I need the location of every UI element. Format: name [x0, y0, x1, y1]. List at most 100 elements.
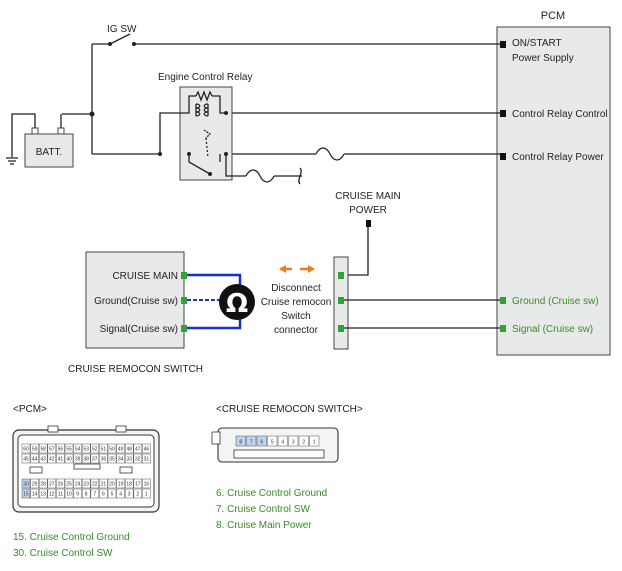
pcm-connector-pin-number: 8 [85, 492, 88, 498]
switch-connector-pin-number: 2 [302, 440, 305, 446]
pcm-connector-pin [64, 478, 74, 489]
switch-pin-ground: Ground(Cruise sw) [94, 296, 178, 307]
pcm-connector-pin [47, 478, 57, 489]
pcm-connector-pin [133, 478, 143, 489]
pcm-connector-pin [142, 478, 151, 489]
engine-control-relay [179, 86, 233, 181]
connector-pin [338, 272, 344, 279]
pcm-connector-pin [124, 453, 134, 464]
pcm-connector-pin-number: 43 [40, 457, 46, 463]
switch-connector-pin [309, 435, 320, 447]
pcm-connector-pin [142, 453, 151, 464]
connector-pin [338, 325, 344, 332]
pcm-connector-pin [56, 488, 65, 499]
pcm-connector-pin-number: 11 [58, 492, 63, 498]
pcm-connector-pin-number: 45 [23, 457, 29, 463]
switch-connector-pin-number: 6 [260, 440, 263, 446]
pcm-connector-pin-number: 2 [136, 492, 139, 498]
pcm-connector-pin [38, 488, 48, 499]
pcm-connector-pin-number: 51 [101, 447, 107, 453]
pcm-pin-relay-power: Control Relay Power [512, 152, 604, 163]
pcm-connector-pin-number: 7 [93, 492, 96, 498]
pcm-connector-pin-number: 39 [75, 457, 81, 463]
pcm-connector-pin [124, 478, 134, 489]
pcm-connector-pin [99, 453, 108, 464]
switch-legend-7: 7. Cruise Control SW [216, 504, 310, 515]
pcm-legend-30: 30. Cruise Control SW [13, 548, 113, 559]
pcm-connector-pin [47, 443, 57, 454]
pcm-connector-pin-number: 14 [32, 492, 38, 498]
pcm-connector-pin [90, 488, 100, 499]
pcm-connector-pin [133, 453, 143, 464]
pcm-connector-pin-number: 10 [66, 492, 72, 498]
pcm-pin-marker [500, 297, 506, 304]
pcm-connector-pin [56, 453, 65, 464]
pcm-pin-power-supply: Power Supply [512, 53, 574, 64]
pcm-connector-pin-number: 24 [75, 482, 81, 488]
pcm-legend-15: 15. Cruise Control Ground [13, 532, 130, 543]
pcm-connector-pin-number: 1 [145, 492, 148, 498]
switch-legend-6: 6. Cruise Control Ground [216, 488, 327, 499]
pcm-connector-pin-number: 27 [49, 482, 55, 488]
ig-sw-label: IG SW [107, 24, 137, 35]
pcm-connector-pin-number: 55 [66, 447, 72, 453]
pcm-connector-pin [99, 443, 108, 454]
cruise-main-power-line1: CRUISE MAIN [335, 191, 401, 202]
pcm-pin-marker [500, 325, 506, 332]
pcm-connector-pin [64, 453, 74, 464]
pcm-connector-pin-number: 35 [109, 457, 115, 463]
pcm-connector-pin-number: 34 [118, 457, 124, 463]
pcm-connector-pin-number: 5 [111, 492, 114, 498]
pcm-connector-pin-number: 19 [118, 482, 124, 488]
pcm-connector-pin [107, 478, 117, 489]
pcm-connector-pin [142, 443, 151, 454]
pcm-connector-pin-number: 46 [144, 447, 150, 453]
pcm-connector-pin-number: 42 [49, 457, 55, 463]
battery-terminal [57, 127, 65, 135]
main-power-terminal [366, 220, 371, 227]
pcm-connector-pin [56, 478, 65, 489]
pcm-connector-pin-number: 13 [40, 492, 46, 498]
pcm-connector-pin [107, 443, 117, 454]
pcm-title: PCM [541, 10, 565, 22]
switch-connector-pin-number: 3 [292, 440, 295, 446]
pcm-connector-pin-number: 53 [83, 447, 89, 453]
pcm-pin-on-start: ON/START [512, 38, 562, 49]
ohm-symbol: Ω [226, 289, 248, 319]
pcm-connector-pin [90, 478, 100, 489]
pcm-connector-pin [21, 488, 31, 499]
pcm-connector-pin [38, 443, 48, 454]
pcm-connector-pin [90, 453, 100, 464]
relay-label: Engine Control Relay [158, 72, 253, 83]
pcm-connector-pin [21, 478, 31, 489]
pcm-connector-pin [38, 478, 48, 489]
switch-connector-pin-number: 7 [250, 440, 253, 446]
ohmmeter-icon [219, 284, 255, 320]
pcm-connector-pin-number: 22 [92, 482, 98, 488]
disconnect-note-line1: Disconnect [271, 283, 321, 294]
pcm-connector-pin [142, 488, 151, 499]
pcm-connector-pin [81, 488, 91, 499]
switch-connector-pin-number: 4 [281, 440, 284, 446]
pcm-connector-pin-number: 31 [144, 457, 150, 463]
pcm-box [496, 26, 611, 356]
pcm-connector-pin [116, 478, 125, 489]
pcm-connector-pin [73, 453, 82, 464]
switch-pin-cruise-main: CRUISE MAIN [112, 271, 178, 282]
pcm-connector-pin-number: 50 [109, 447, 115, 453]
switch-caption: CRUISE REMOCON SWITCH [68, 364, 203, 375]
pcm-connector-pin-number: 12 [49, 492, 55, 498]
cruise-remocon-switch-box [85, 251, 185, 349]
switch-pin-marker [181, 297, 187, 304]
pcm-connector-pin-number: 18 [126, 482, 132, 488]
battery-box [24, 133, 74, 168]
disconnect-arrow-icon [279, 265, 315, 273]
pcm-connector-pin [73, 488, 82, 499]
battery-terminal [31, 127, 39, 135]
pcm-connector-pin-number: 26 [58, 482, 64, 488]
disconnect-note-line2: Cruise remocon [261, 297, 332, 308]
pcm-connector-pin-number: 41 [58, 457, 64, 463]
switch-connector-pin [246, 435, 257, 447]
switch-connector-pin-number: 5 [271, 440, 274, 446]
